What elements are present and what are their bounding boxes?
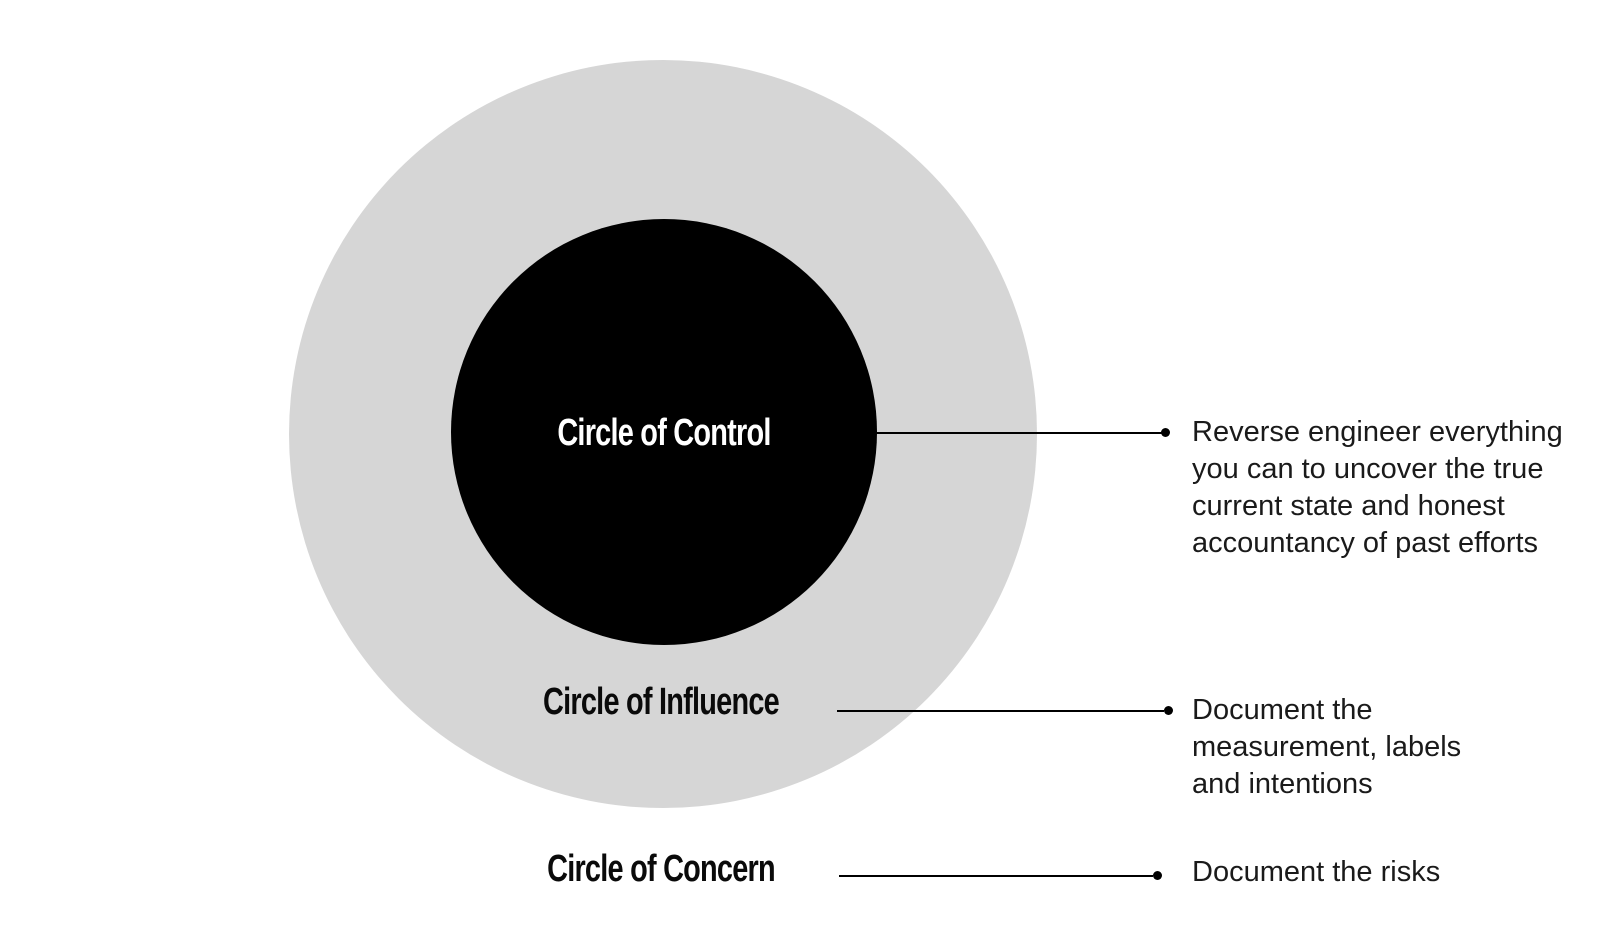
leader-line-influence	[837, 710, 1164, 712]
annotation-concern-line-1: Document the risks	[1192, 856, 1441, 888]
annotation-control-line-3: current state and honest	[1192, 490, 1505, 522]
circle-of-control-shape	[451, 219, 877, 645]
leader-dot-control	[1161, 428, 1170, 437]
annotation-control-line-4: accountancy of past efforts	[1192, 527, 1539, 559]
leader-line-concern	[839, 875, 1153, 877]
annotation-control: Reverse engineer everything you can to u…	[1192, 414, 1563, 562]
annotation-control-line-1: Reverse engineer everything	[1192, 416, 1563, 448]
annotation-influence-line-2: measurement, labels	[1192, 731, 1462, 763]
leader-line-control	[860, 432, 1165, 434]
leader-dot-concern	[1153, 871, 1162, 880]
circle-of-concern-label: Circle of Concern	[547, 848, 776, 890]
circle-of-control-label: Circle of Control	[557, 412, 771, 454]
annotation-influence: Document the measurement, labels and int…	[1192, 692, 1461, 803]
leader-dot-influence	[1164, 706, 1173, 715]
annotation-control-line-2: you can to uncover the true	[1192, 453, 1544, 485]
annotation-influence-line-1: Document the	[1192, 694, 1373, 726]
circle-of-influence-label: Circle of Influence	[543, 681, 780, 723]
annotation-influence-line-3: and intentions	[1192, 768, 1373, 800]
annotation-concern: Document the risks	[1192, 854, 1440, 891]
